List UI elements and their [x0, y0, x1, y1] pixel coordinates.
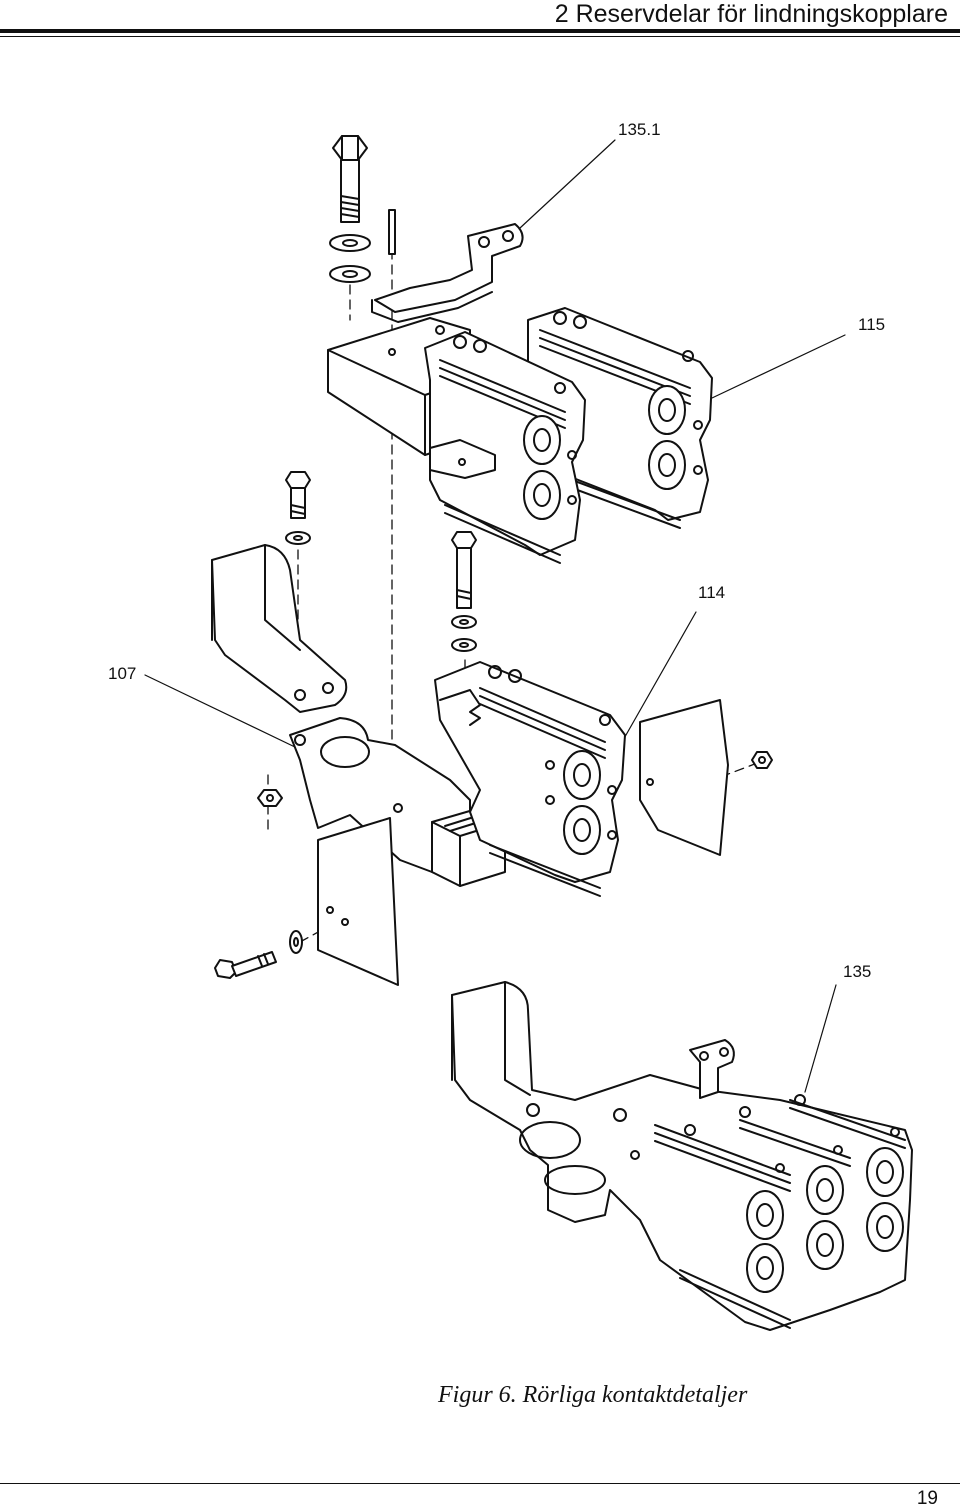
exploded-diagram: 135.1 115 114 107 135 [0, 40, 960, 1380]
insulating-plate-right [639, 699, 729, 856]
header-rule-thin [0, 36, 960, 37]
callout-114: 114 [698, 583, 726, 602]
leader-lines [144, 139, 846, 1093]
contact-assembly-114 [434, 661, 626, 897]
nuts [257, 751, 773, 807]
footer-rule [0, 1483, 960, 1484]
assembled-unit-135 [451, 981, 913, 1331]
contact-assembly-115-front [424, 331, 586, 564]
page-header: 2 Reservdelar för lindningskopplare [0, 0, 960, 40]
figure-caption: Figur 6. Rörliga kontaktdetaljer [438, 1382, 748, 1408]
left-bolt-assembly [285, 471, 311, 545]
section-title: 2 Reservdelar för lindningskopplare [554, 0, 948, 28]
callout-135: 135 [843, 962, 872, 981]
middle-bolt-assembly [451, 531, 477, 652]
callout-135-1: 135.1 [618, 120, 661, 139]
bracket-107 [211, 544, 348, 713]
page-number: 19 [916, 1488, 938, 1509]
callout-107: 107 [108, 664, 137, 683]
top-bolt-assembly [329, 135, 396, 283]
header-rule [0, 29, 960, 33]
insulating-plate-left [317, 817, 399, 986]
bracket-135-1 [371, 223, 524, 323]
callout-115: 115 [858, 315, 886, 334]
lower-bolt-assembly [214, 930, 303, 979]
